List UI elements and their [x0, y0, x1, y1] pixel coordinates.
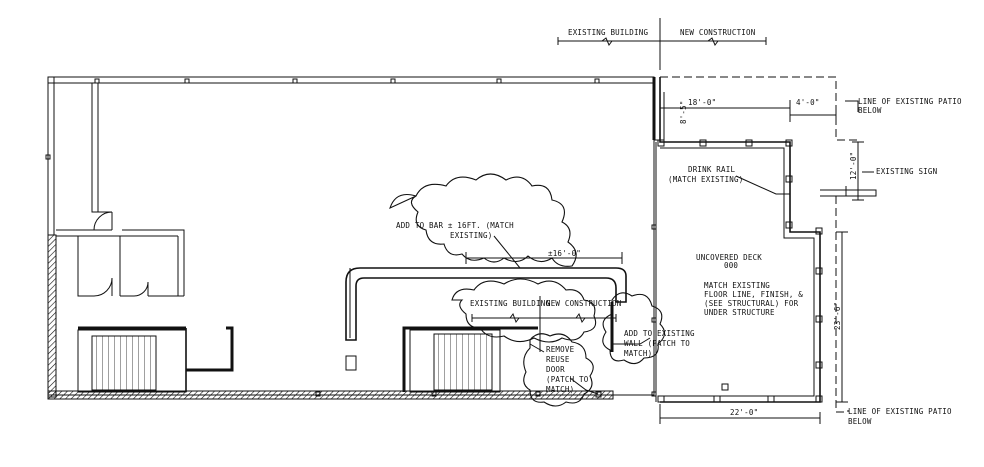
match-existing-note-3: (SEE STRUCTURAL) FOR [704, 299, 799, 308]
uncovered-deck-label: UNCOVERED DECK [696, 253, 762, 262]
patio-line-top-label: LINE OF EXISTING PATIO [858, 97, 962, 106]
left-rooms [56, 83, 185, 297]
existing-sign-label: EXISTING SIGN [876, 167, 937, 176]
patio-line-bottom-label: LINE OF EXISTING PATIO [848, 407, 952, 416]
building-division-header [557, 18, 767, 70]
patio-line-top-label-2: BELOW [858, 106, 882, 115]
remove-door-note-3: DOOR [546, 365, 565, 374]
add-to-wall-note-3: MATCH) [624, 349, 652, 358]
match-existing-note-1: MATCH EXISTING [704, 281, 770, 290]
new-construction-mid-label: NEW CONSTRUCTION [546, 299, 621, 308]
column-markers [45, 78, 657, 398]
drink-rail-label: DRINK RAIL [688, 165, 735, 174]
existing-building-label: EXISTING BUILDING [568, 28, 648, 37]
remove-door-note-5: MATCH) [546, 385, 574, 394]
right-stair-block [402, 326, 538, 393]
revision-clouds [389, 173, 666, 407]
dimension-lines [465, 92, 864, 424]
dimension-8ft: 8'-5" [679, 100, 688, 124]
patio-line-bottom-label-2: BELOW [848, 417, 872, 426]
existing-building-mid-label: EXISTING BUILDING [470, 299, 550, 308]
match-existing-note-2: FLOOR LINE, FINISH, & [704, 290, 803, 299]
add-to-bar-note-2: EXISTING) [450, 231, 492, 240]
dimension-12ft: 12'-0" [849, 152, 858, 180]
bar-dimension: ±16'-0" [548, 249, 581, 258]
left-stair-block [77, 326, 234, 393]
match-existing-note-4: UNDER STRUCTURE [704, 308, 775, 317]
new-deck [655, 76, 877, 413]
drink-rail-label-2: (MATCH EXISTING) [668, 175, 743, 184]
add-to-bar-note-1: ADD TO BAR ± 16FT. (MATCH [396, 221, 514, 230]
dimension-18ft: 18'-0" [688, 98, 716, 107]
existing-building-walls [45, 76, 660, 400]
dimension-4ft: 4'-0" [796, 98, 820, 107]
remove-door-note-1: REMOVE [546, 345, 575, 354]
new-construction-label: NEW CONSTRUCTION [680, 28, 755, 37]
annotation-text: EXISTING BUILDING NEW CONSTRUCTION LINE … [396, 28, 962, 426]
remove-door-note-2: REUSE [546, 355, 570, 364]
remove-door-note-4: (PATCH TO [546, 375, 589, 384]
add-to-wall-note-2: WALL (PATCH TO [624, 339, 690, 348]
dimension-text: 18'-0" 4'-0" 8'-5" 12'-0" 23'-6" 22'-0" [679, 98, 858, 417]
deck-tag: 000 [724, 261, 738, 270]
add-to-wall-note-1: ADD TO EXISTING [624, 329, 695, 338]
leader-lines [493, 100, 874, 412]
dimension-23ft: 23'-6" [833, 302, 842, 330]
dimension-22ft: 22'-0" [730, 408, 758, 417]
